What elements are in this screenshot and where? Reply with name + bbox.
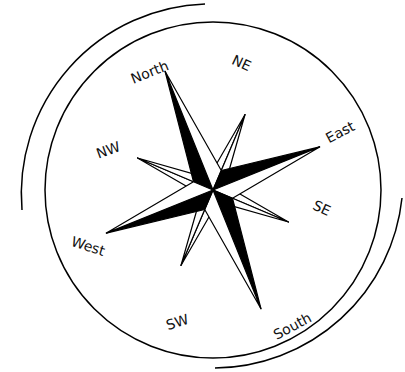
direction-label: SW	[164, 312, 190, 332]
compass-circle	[45, 22, 381, 358]
star-arm	[165, 66, 227, 190]
direction-label: NW	[94, 139, 122, 160]
star-arm	[207, 133, 319, 190]
direction-label: North	[129, 58, 171, 86]
direction-label: West	[69, 234, 106, 258]
star-arm	[199, 190, 261, 314]
direction-label: South	[271, 310, 313, 341]
star-arm	[213, 184, 275, 308]
star-arm	[151, 71, 213, 195]
compass-star	[58, 28, 367, 352]
outer-arc	[215, 198, 402, 368]
direction-label: NE	[230, 53, 253, 74]
star-arm	[101, 176, 213, 233]
direction-label: East	[323, 119, 356, 146]
star-arm	[213, 147, 325, 204]
direction-label: SE	[311, 198, 333, 218]
star-arm	[106, 190, 218, 247]
